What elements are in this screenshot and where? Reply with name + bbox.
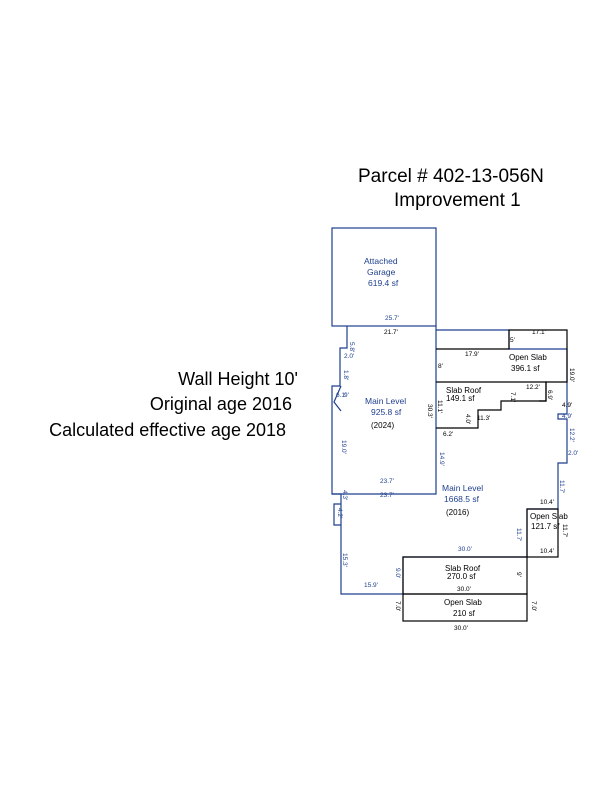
dim-label: 19.0'	[568, 368, 575, 382]
slab-roof-bottom-area: 270.0 sf	[447, 572, 476, 581]
dim-label: 5'	[510, 337, 515, 344]
open-slab-top-label: Open Slab	[509, 353, 547, 362]
dim-label: 4.9'	[562, 402, 572, 409]
dim-label: 2.0'	[568, 450, 578, 457]
open-slab-bottom-area: 210 sf	[453, 609, 476, 618]
dim-label: 2.0'	[344, 353, 354, 360]
garage-label-1: Attached	[364, 256, 398, 266]
improvement-title: Improvement 1	[394, 190, 521, 211]
dim-label: 14.9'	[438, 452, 445, 466]
slab-roof-small-outline	[436, 381, 547, 429]
dim-label: 9'	[344, 392, 349, 399]
garage-label-2: Garage	[367, 267, 396, 277]
dim-label: 9'	[515, 572, 522, 577]
dim-label: 15.9'	[364, 582, 378, 589]
dim-label: 10.4'	[540, 548, 554, 555]
dim-label: 30.0'	[458, 546, 472, 553]
dim-label: 19.0'	[340, 440, 347, 454]
effective-age-text: Calculated effective age 2018	[49, 420, 286, 440]
garage-area: 619.4 sf	[368, 278, 399, 288]
slab-roof-small-label: Slab Roof	[446, 386, 482, 395]
dim-label: 25.7'	[385, 315, 399, 322]
dim-label: 12.2'	[568, 428, 575, 442]
dim-label: 6.2'	[443, 431, 453, 438]
open-slab-top-area: 396.1 sf	[511, 364, 540, 373]
dim-label: 11.1'	[436, 400, 443, 413]
dim-label: 11.3'	[477, 415, 490, 422]
left-notch	[333, 503, 341, 526]
open-slab-bottom-label: Open Slab	[444, 598, 482, 607]
slab-roof-small-area: 149.1 sf	[446, 394, 475, 403]
dim-label: 11.7'	[558, 480, 565, 493]
main-lower-area: 1668.5 sf	[444, 494, 480, 504]
dim-label: 30.0'	[457, 586, 471, 593]
dim-label: 10.4'	[540, 499, 554, 506]
main-upper-area: 925.8 sf	[371, 407, 402, 417]
dim-label: 4.3'	[341, 490, 348, 500]
dim-label: 8'	[438, 363, 443, 370]
level-divider	[332, 428, 437, 495]
dim-label: 7.1'	[509, 392, 516, 402]
dim-label: 11.7'	[515, 528, 522, 541]
open-slab-right-label: Open Slab	[530, 512, 568, 521]
wall-height-text: Wall Height 10'	[178, 369, 298, 389]
dim-label: 7.0'	[394, 601, 401, 611]
dim-label: 12.2'	[526, 384, 540, 391]
dim-label: 15.3'	[341, 553, 348, 567]
dim-label: 6.9'	[546, 390, 553, 400]
parcel-title: Parcel # 402-13-056N	[358, 166, 544, 187]
dim-label: 4.0'	[464, 414, 471, 424]
dim-label: 17.9'	[465, 351, 479, 358]
original-age-text: Original age 2016	[149, 394, 292, 414]
open-slab-right-area: 121.7 sf	[531, 522, 560, 531]
main-lower-label: Main Level	[442, 483, 483, 493]
open-slab-right-outline	[526, 508, 559, 558]
dim-label: 4.9'	[562, 413, 572, 420]
dim-label: 4.2'	[336, 508, 343, 518]
dim-label: 17.1'	[532, 329, 546, 336]
dim-label: 23.7'	[380, 478, 394, 485]
dim-label: 5.8'	[348, 342, 355, 352]
main-upper-year: (2024)	[371, 421, 394, 430]
slab-roof-bottom-label: Slab Roof	[445, 564, 481, 573]
garage-outline	[331, 227, 437, 327]
dim-label: 21.7'	[384, 329, 398, 336]
open-slab-bottom-outline	[402, 593, 528, 622]
bay-notch	[333, 385, 342, 412]
dim-label: 23.7'	[380, 492, 394, 499]
dim-label: 1.8'	[342, 370, 349, 380]
dim-label: 9.0'	[394, 568, 401, 578]
dim-label: 6.1'	[336, 392, 346, 399]
dim-label: 7.0'	[530, 601, 537, 611]
main-upper-label: Main Level	[365, 396, 406, 406]
dim-label: 11.7'	[561, 524, 568, 537]
dim-label: 30.3'	[426, 404, 433, 418]
main-lower-year: (2016)	[446, 508, 469, 517]
dim-label: 30.0'	[454, 625, 468, 632]
